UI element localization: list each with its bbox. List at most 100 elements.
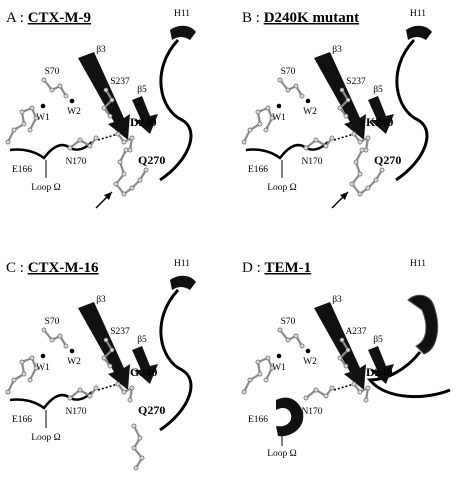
loop-label: Loop Ω — [31, 183, 61, 193]
beta5-strand — [368, 96, 394, 134]
loop-omega — [9, 141, 93, 160]
h11-helix — [407, 294, 439, 355]
res240-label: D240 — [366, 365, 393, 379]
h11-label: H11 — [174, 259, 190, 269]
pointer-arrowhead — [340, 192, 348, 200]
s70-label: S70 — [45, 317, 60, 327]
s70-label: S70 — [281, 317, 296, 327]
w2-label: W2 — [303, 357, 317, 367]
panel-letter: B — [242, 10, 252, 26]
beta3-strand — [314, 52, 366, 140]
n170-label: N170 — [65, 407, 86, 417]
beta5-strand — [132, 96, 158, 134]
hydrogen-bond — [333, 133, 355, 141]
beta3-label: β3 — [332, 45, 342, 55]
s70-residue — [277, 327, 305, 349]
h11-ribbon — [366, 351, 451, 399]
w1-water — [276, 103, 282, 109]
h11-ribbon — [159, 38, 193, 182]
beta3-strand — [78, 52, 130, 140]
h11-ribbon — [395, 38, 429, 182]
pointer-arrowhead — [104, 192, 112, 200]
s70-label: S70 — [281, 67, 296, 77]
res240-residue — [115, 381, 135, 403]
e166-label: E166 — [248, 165, 268, 175]
q270-residue — [349, 147, 385, 197]
panel-title: B : D240K mutant — [242, 10, 359, 26]
beta3-label: β3 — [96, 45, 106, 55]
res240-label: G240 — [130, 365, 157, 379]
n170-residue — [67, 135, 99, 151]
s70-residue — [41, 327, 69, 349]
q270-label: Q270 — [138, 153, 165, 167]
e166-residue — [5, 105, 39, 145]
loop-omega — [245, 141, 329, 160]
h11-helix — [170, 25, 196, 40]
w1-label: W1 — [36, 363, 50, 373]
h11-label: H11 — [410, 259, 426, 269]
panel-title: D : TEM-1 — [242, 260, 311, 276]
s237-residue — [337, 87, 351, 119]
hydrogen-bond — [97, 383, 119, 391]
beta5-label: β5 — [137, 335, 147, 345]
res240-label: K240 — [366, 115, 393, 129]
beta3-strand — [314, 302, 366, 390]
n170-label: N170 — [301, 157, 322, 167]
s237-label: S237 — [346, 77, 366, 87]
q270-residue — [131, 423, 145, 471]
w1-water — [40, 353, 46, 359]
w2-water — [69, 348, 75, 354]
panel-separator: : — [16, 260, 28, 276]
panel-name: TEM-1 — [265, 260, 312, 276]
beta3-strand — [78, 302, 130, 390]
res240-residue — [351, 381, 371, 403]
panel-title: C : CTX-M-16 — [6, 260, 99, 276]
w1-label: W1 — [36, 113, 50, 123]
beta3-label: β3 — [332, 295, 342, 305]
q270-residue — [113, 147, 149, 197]
beta5-label: β5 — [137, 85, 147, 95]
beta3-label: β3 — [96, 295, 106, 305]
loop-omega — [9, 391, 93, 410]
beta5-label: β5 — [373, 335, 383, 345]
w2-label: W2 — [303, 107, 317, 117]
n170-label: N170 — [65, 157, 86, 167]
h11-label: H11 — [410, 9, 426, 19]
n170-residue — [67, 385, 99, 401]
hydrogen-bond — [97, 133, 119, 141]
panel-letter: A — [6, 10, 17, 26]
beta5-strand — [132, 346, 158, 384]
w1-label: W1 — [272, 363, 286, 373]
h11-helix — [406, 25, 432, 40]
e166-label: E166 — [12, 165, 32, 175]
h11-helix — [170, 275, 196, 290]
w1-label: W1 — [272, 113, 286, 123]
panel-name: CTX-M-16 — [28, 260, 99, 276]
w2-water — [69, 98, 75, 104]
panel-letter: C — [6, 260, 16, 276]
s237-label: S237 — [110, 327, 130, 337]
res240-residue — [351, 131, 371, 153]
w2-water — [305, 348, 311, 354]
s70-label: S70 — [45, 67, 60, 77]
loop-label: Loop Ω — [267, 183, 297, 193]
panel-title: A : CTX-M-9 — [6, 10, 91, 26]
e166-residue — [241, 355, 275, 395]
q270-label: Q270 — [138, 403, 165, 417]
s237-residue — [101, 87, 115, 119]
w2-label: W2 — [67, 107, 81, 117]
w2-water — [305, 98, 311, 104]
e166-label: E166 — [248, 415, 268, 425]
panel-separator: : — [252, 10, 264, 26]
beta5-strand — [368, 346, 394, 384]
e166-residue — [5, 355, 39, 395]
n170-residue — [303, 135, 335, 151]
panel-name: CTX-M-9 — [28, 10, 91, 26]
res240-residue — [115, 131, 135, 153]
loop-label: Loop Ω — [31, 433, 61, 443]
